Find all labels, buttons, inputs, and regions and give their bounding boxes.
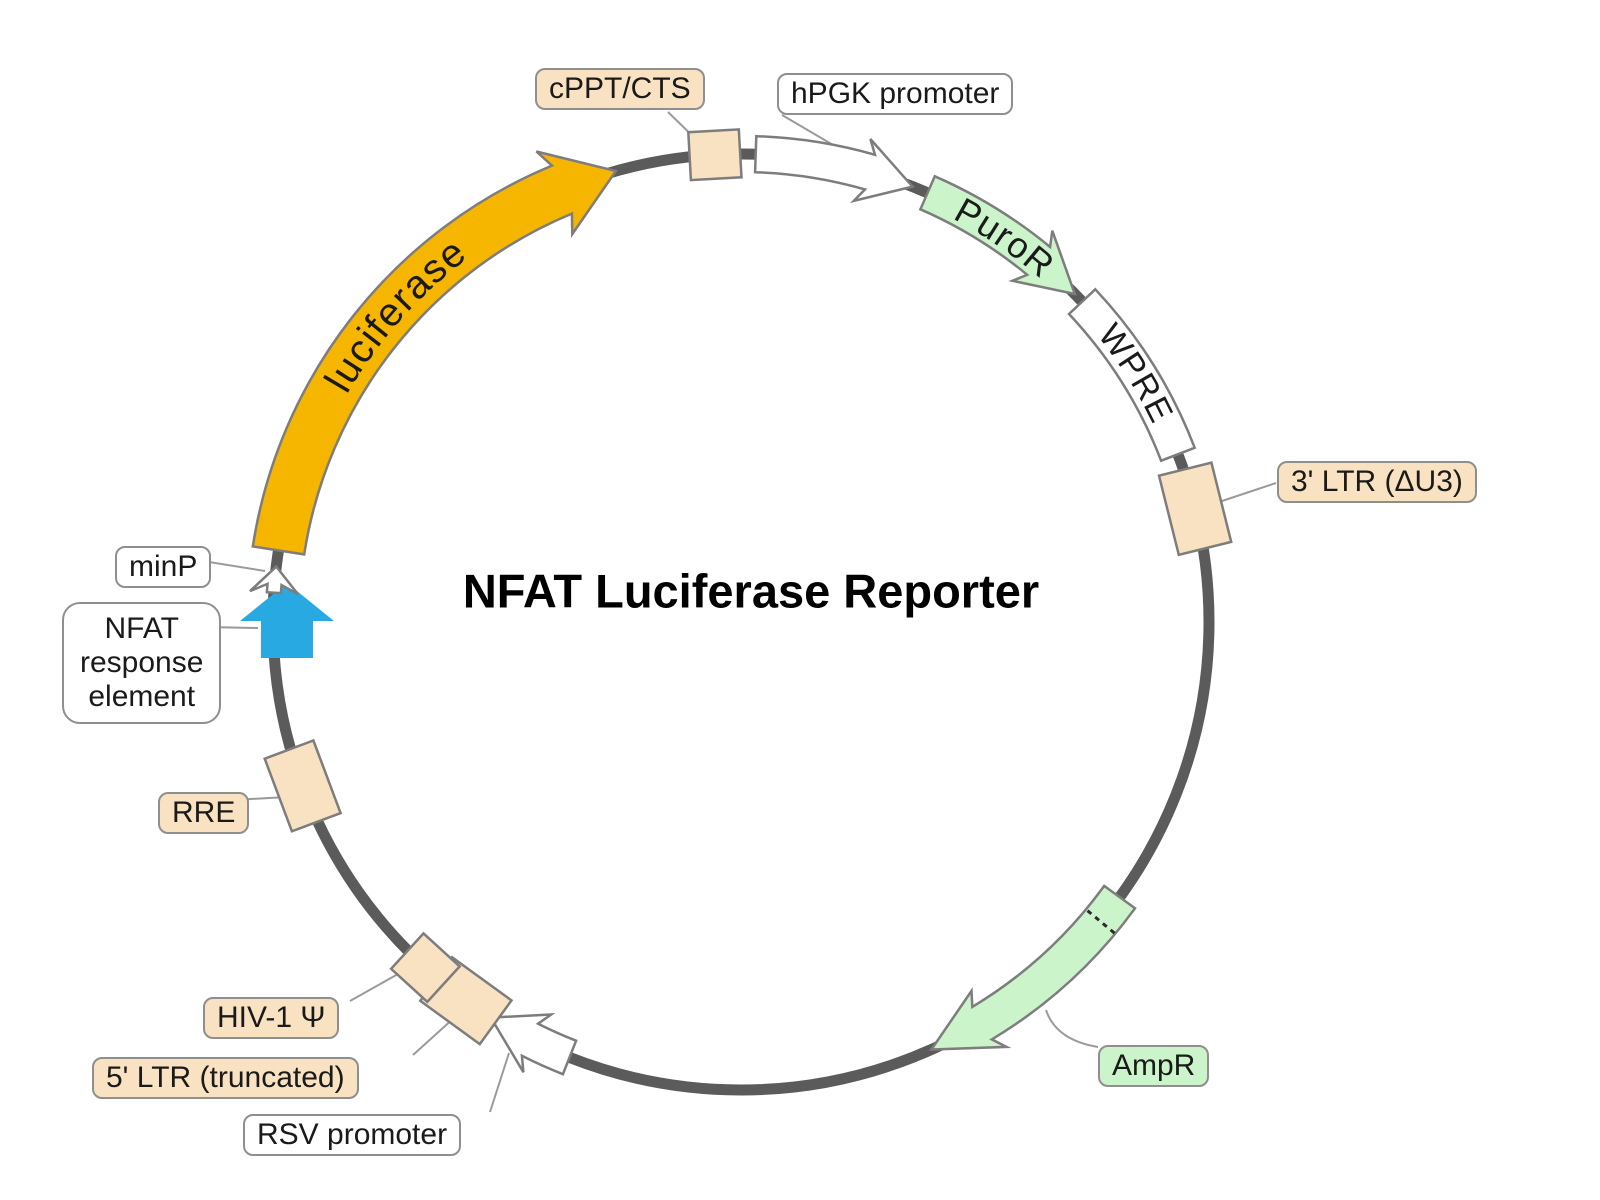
arc-text-luciferase: luciferase xyxy=(316,229,475,400)
arc-text-label-PuroR: PuroR xyxy=(948,189,1061,286)
label-hpgk-promoter: hPGK promoter xyxy=(777,73,1014,115)
feature-nfat-response-element xyxy=(240,583,334,658)
plasmid-title: NFAT Luciferase Reporter xyxy=(462,564,1040,618)
arc-text-label-luciferase: luciferase xyxy=(316,229,473,400)
leader-line-rsv xyxy=(489,1052,510,1113)
feature-PuroR xyxy=(918,174,1077,296)
feature-WPRE xyxy=(1067,287,1197,463)
arc-text-label-WPRE: WPRE xyxy=(1091,317,1179,430)
leader-line-minp xyxy=(208,561,266,572)
leader-line-psi xyxy=(349,973,399,1002)
label-ampr: AmpR xyxy=(1098,1045,1210,1087)
label-cppt-cts: cPPT/CTS xyxy=(535,68,705,110)
feature-cPPT-CTS xyxy=(686,128,743,182)
feature-RRE xyxy=(263,738,343,833)
label-rsv-promoter: RSV promoter xyxy=(243,1114,462,1156)
feature-HIV1-Psi xyxy=(389,931,462,1004)
leader-line-ltr5 xyxy=(412,1016,456,1056)
feature-AmpR xyxy=(928,884,1137,1051)
arc-text-WPRE: WPRE xyxy=(1091,317,1181,430)
leader-line-ampr xyxy=(1045,1009,1099,1048)
label-rre: RRE xyxy=(158,792,250,834)
label-3ltr-du3: 3' LTR (ΔU3) xyxy=(1277,461,1477,503)
feature-LTR3 xyxy=(1157,461,1233,557)
feature-AmpR-truncation-dashes xyxy=(1086,909,1117,935)
feature-luciferase xyxy=(251,150,618,556)
feature-RSV-promoter xyxy=(488,1013,578,1076)
feature-hPGK-promoter xyxy=(753,134,915,204)
label-minp: minP xyxy=(115,546,212,588)
leader-line-ltr3 xyxy=(1218,482,1277,503)
label-5ltr-truncated: 5' LTR (truncated) xyxy=(92,1057,359,1099)
label-nfat-response-element: NFAT response element xyxy=(62,602,222,724)
arc-text-PuroR: PuroR xyxy=(948,189,1063,286)
label-hiv1-psi: HIV-1 Ψ xyxy=(203,997,340,1039)
feature-minP xyxy=(249,564,299,596)
